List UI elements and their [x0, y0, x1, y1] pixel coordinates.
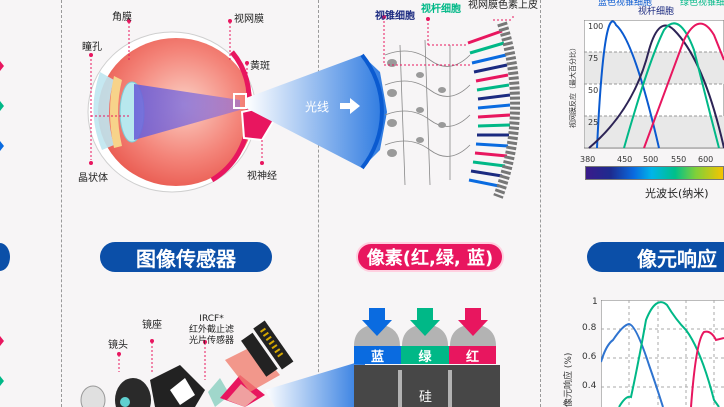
- legend-green-cone: 绿色视锥细胞: [680, 0, 724, 8]
- label-ircf-line3: 光片传感器: [189, 336, 235, 346]
- label-cornea: 角膜: [112, 12, 132, 23]
- ytick-75: 75: [588, 54, 599, 63]
- ytick-0-4: 0.4: [582, 381, 597, 391]
- label-lens-holder: 镜座: [142, 320, 162, 331]
- label-cone-cells: 视锥细胞: [375, 11, 415, 22]
- xtick-380: 380: [580, 155, 596, 164]
- sensor-response-chart: [601, 300, 724, 407]
- pixel-stack-illustration: [354, 308, 500, 407]
- eye-illustration: [87, 19, 387, 193]
- arrow-down-red-icon: [458, 308, 488, 336]
- camera-module-illustration: [80, 320, 365, 407]
- arrow-right-icon: [340, 98, 360, 114]
- arrow-down-blue-icon: [362, 308, 392, 336]
- ytick-50: 50: [588, 86, 599, 95]
- ytick-0-6: 0.6: [582, 352, 597, 362]
- label-ircf-line1: IRCF*: [199, 314, 224, 324]
- label-retina: 视网膜: [234, 14, 264, 25]
- filter-blue: 蓝: [354, 346, 401, 365]
- label-silicon: 硅: [419, 390, 433, 405]
- label-rod-cells: 视杆细胞: [421, 4, 461, 15]
- arrow-down-green-icon: [410, 308, 440, 336]
- sensor-y-axis-label: 像元响应 (%): [564, 352, 574, 407]
- label-rpe: 视网膜色素上皮: [468, 0, 538, 11]
- xtick-500: 500: [643, 155, 659, 164]
- legend-rod: 视杆细胞: [638, 7, 675, 17]
- title-pixel-response: 像元响应: [587, 242, 724, 272]
- label-pupil: 瞳孔: [82, 42, 102, 53]
- ytick-1: 1: [592, 297, 598, 307]
- divider: [540, 0, 541, 407]
- label-ircf: IRCF* 红外截止滤 光片传感器: [189, 314, 234, 347]
- left-edge-markers: [0, 61, 10, 386]
- y-axis-label: 视网膜反应（最大百分比）: [569, 44, 577, 128]
- human-spectral-chart: [584, 20, 724, 149]
- filter-green: 绿: [401, 346, 449, 365]
- title-image-sensor: 图像传感器: [100, 242, 272, 272]
- x-axis-label: 光波长(纳米): [645, 187, 709, 200]
- title-pixel: 像素(红,绿, 蓝): [356, 242, 504, 272]
- ytick-25: 25: [588, 118, 599, 127]
- label-camera-lens: 镜头: [108, 340, 128, 351]
- label-optic-nerve: 视神经: [247, 171, 277, 182]
- divider: [61, 0, 62, 407]
- label-ircf-line2: 红外截止滤: [189, 325, 235, 335]
- xtick-550: 550: [671, 155, 687, 164]
- ytick-100: 100: [588, 22, 604, 31]
- label-lens: 晶状体: [78, 173, 108, 184]
- legend-blue-cone: 蓝色视锥细胞: [598, 0, 653, 8]
- xtick-450: 450: [617, 155, 633, 164]
- ytick-0-8: 0.8: [582, 323, 597, 333]
- xtick-600: 600: [698, 155, 714, 164]
- label-macula: 黄斑: [250, 61, 270, 72]
- label-light: 光线: [305, 100, 330, 114]
- wavelength-color-bar: [585, 166, 724, 180]
- filter-red: 红: [449, 346, 496, 365]
- divider: [318, 0, 319, 407]
- retina-cells-illustration: [382, 15, 520, 199]
